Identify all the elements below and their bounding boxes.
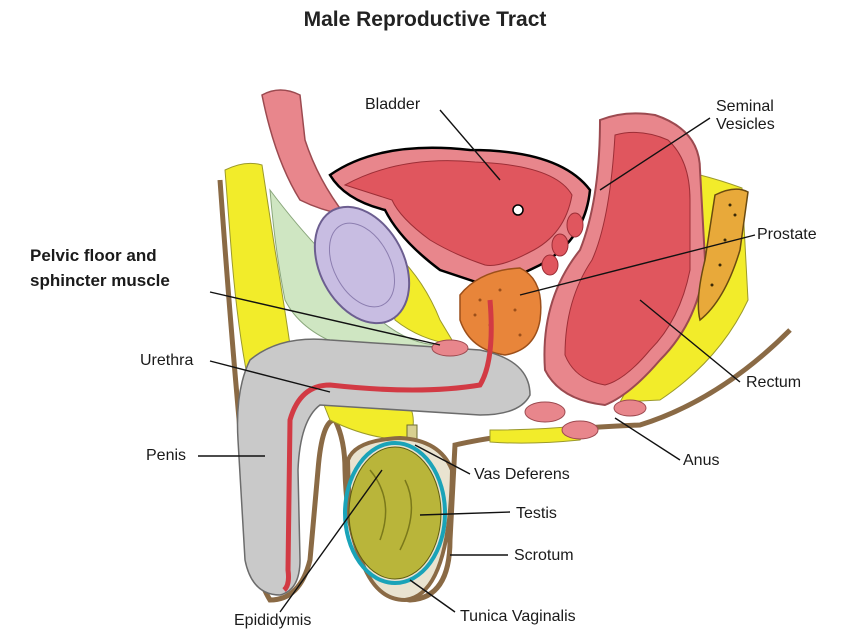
seminal-vesicle-1 (567, 213, 583, 237)
label-urethra: Urethra (140, 352, 193, 370)
label-scrotum: Scrotum (514, 547, 574, 565)
label-epididymis: Epididymis (234, 612, 311, 630)
label-penis: Penis (146, 447, 186, 465)
diagram-title: Male Reproductive Tract (0, 8, 850, 32)
label-rectum: Rectum (746, 374, 801, 392)
label-anus: Anus (683, 452, 719, 470)
label-seminal-1: Seminal (716, 98, 774, 116)
label-pelvic-floor-1: Pelvic floor and (30, 245, 157, 267)
label-pelvic-floor-2: sphincter muscle (30, 270, 170, 292)
label-vas-deferens: Vas Deferens (474, 466, 570, 484)
label-tunica-vaginalis: Tunica Vaginalis (460, 608, 576, 626)
label-seminal-2: Vesicles (716, 116, 775, 134)
label-prostate: Prostate (757, 226, 817, 244)
label-bladder: Bladder (365, 96, 420, 114)
label-testis: Testis (516, 505, 557, 523)
testis-body (349, 447, 441, 579)
